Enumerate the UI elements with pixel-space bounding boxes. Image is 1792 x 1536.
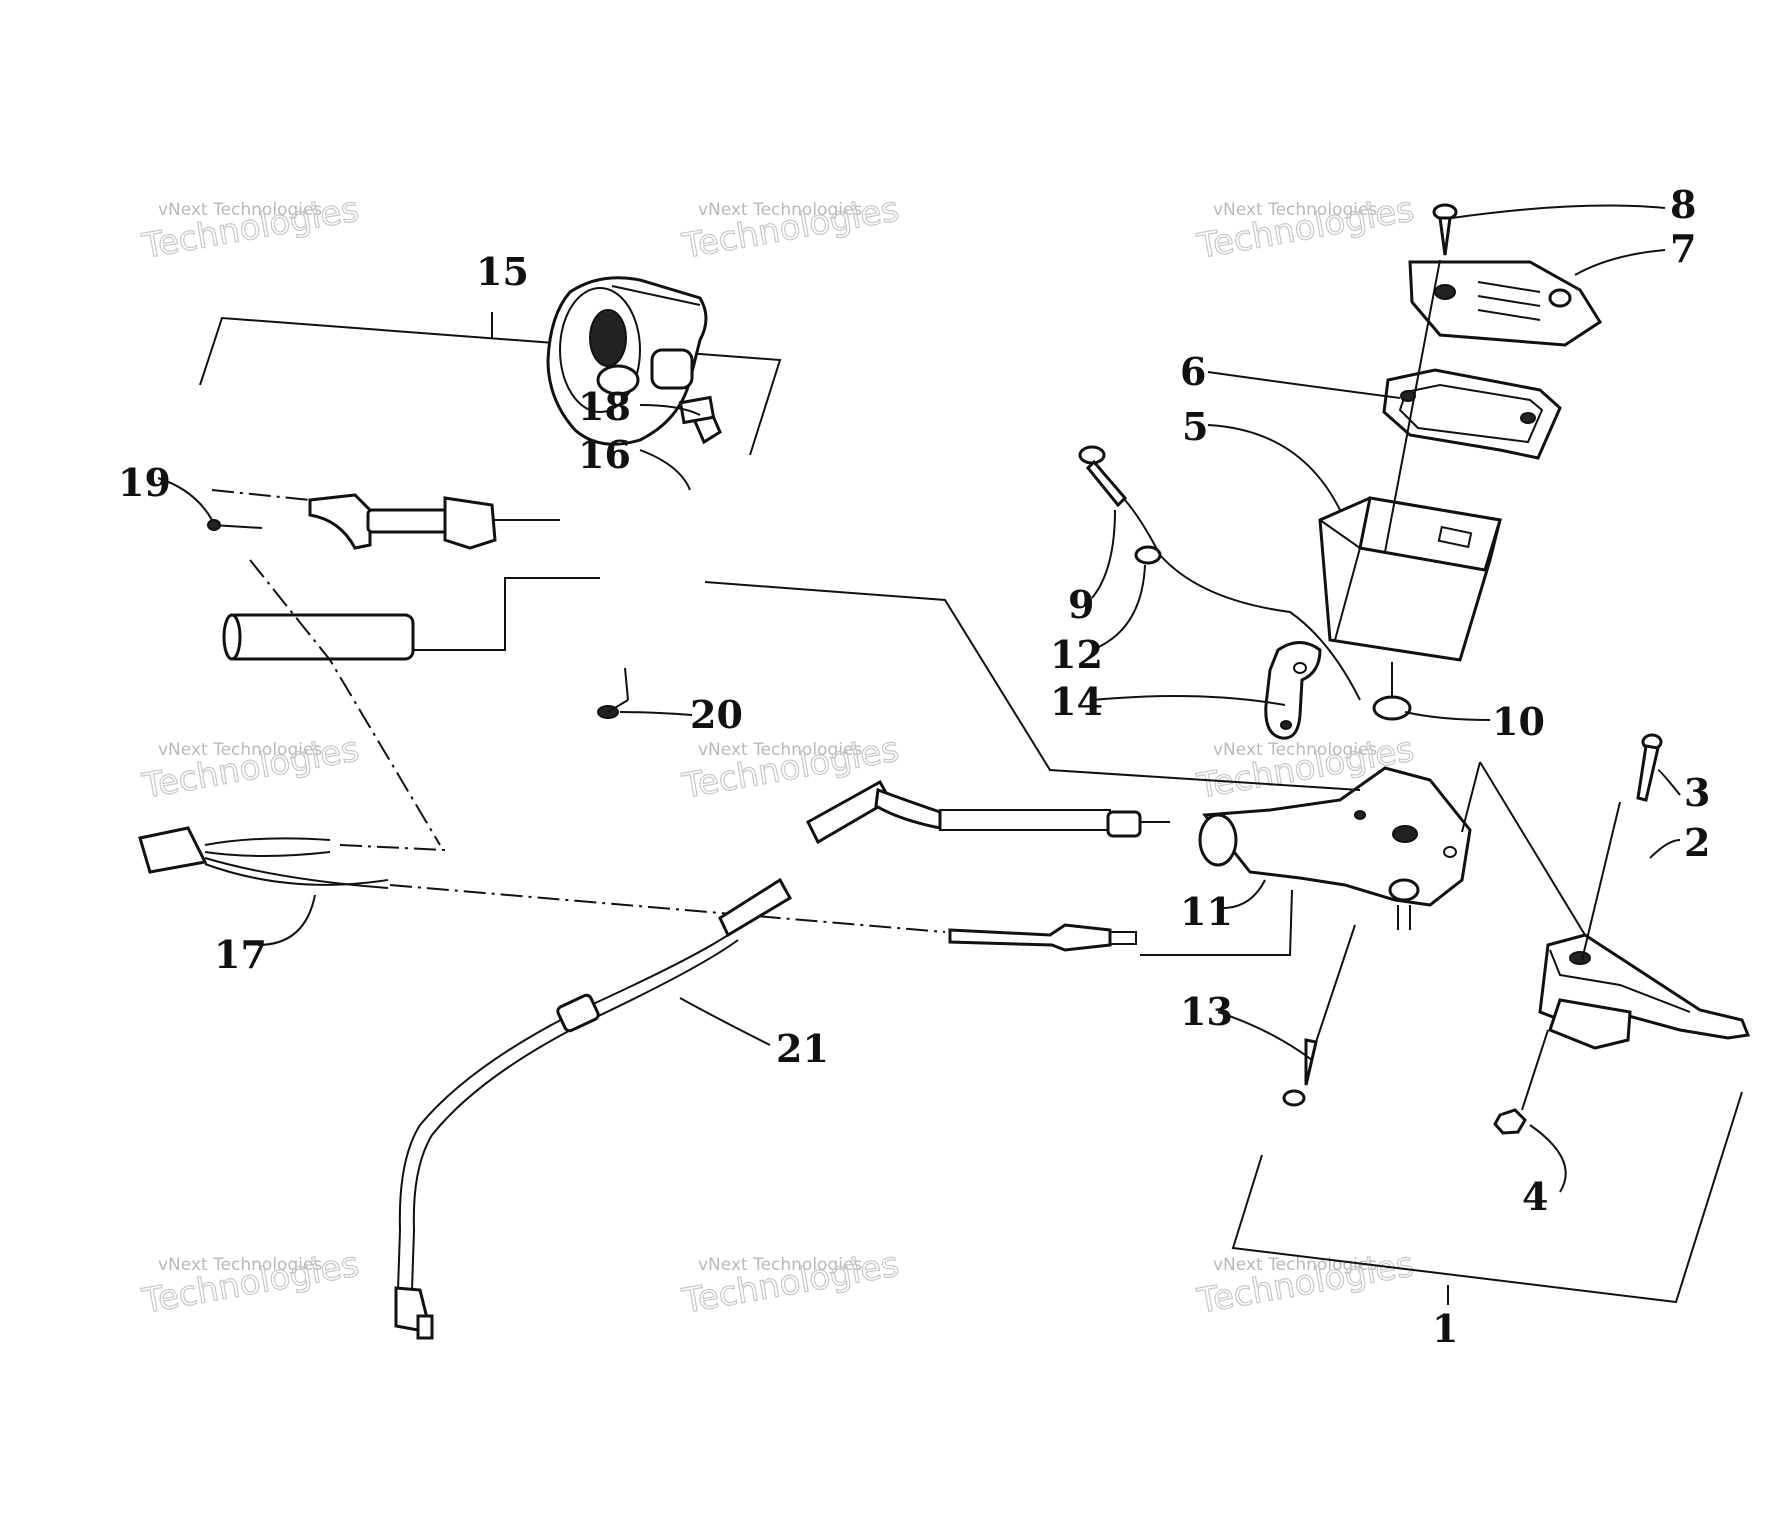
- throttle-cable: [394, 779, 1170, 1340]
- clamp-14: [1264, 641, 1322, 740]
- svg-text:vNext Technologies: vNext Technologies: [158, 200, 322, 220]
- cylinder-axis-line: [1461, 761, 1481, 833]
- callout-9: 9: [1068, 582, 1094, 627]
- callout-7: 7: [1670, 226, 1696, 271]
- screw-20: [597, 667, 629, 719]
- bracket-1: [1231, 1091, 1743, 1304]
- callout-17: 17: [214, 932, 267, 977]
- screw-13: [1282, 924, 1356, 1107]
- watermark: vNext Technologies Technologies: [138, 189, 362, 268]
- reservoir: [1318, 496, 1502, 662]
- brake-lever: [1538, 933, 1751, 1050]
- watermark: vNext Technologies Technologies: [678, 1244, 902, 1323]
- svg-text:vNext Technologies: vNext Technologies: [1213, 200, 1377, 220]
- svg-text:vNext Technologies: vNext Technologies: [158, 1255, 322, 1275]
- svg-text:vNext Technologies: vNext Technologies: [1213, 740, 1377, 760]
- pivot-bolt: [1078, 445, 1128, 508]
- callout-leaders: [157, 204, 1681, 1193]
- label-decal: [678, 395, 716, 425]
- callout-1: 1: [1432, 1306, 1458, 1351]
- lever-axis-line: [1581, 801, 1621, 961]
- diaphragm-gasket: [1382, 368, 1562, 460]
- callout-19: 19: [118, 460, 171, 505]
- switch-assembly: [207, 493, 560, 550]
- callout-5: 5: [1182, 404, 1208, 449]
- master-cylinder: [1198, 766, 1472, 930]
- callout-18: 18: [578, 384, 631, 429]
- watermark: vNext Technologies Technologies: [138, 1244, 362, 1323]
- housing-to-cylinder-line: [704, 581, 1361, 791]
- callout-21: 21: [776, 1026, 829, 1071]
- pivot-path: [1124, 499, 1361, 701]
- svg-text:vNext Technologies: vNext Technologies: [158, 740, 322, 760]
- bracket-15: [199, 316, 782, 456]
- callout-2: 2: [1684, 820, 1710, 865]
- grip-sleeve: [222, 577, 600, 661]
- callout-8: 8: [1670, 182, 1696, 227]
- reservoir-cover: [1408, 260, 1603, 347]
- watermark: vNext Technologies Technologies: [678, 189, 902, 268]
- axis-line-upper: [1384, 259, 1441, 553]
- switch-dashdot: [211, 489, 311, 501]
- callout-4: 4: [1522, 1174, 1548, 1219]
- lever-nut: [1493, 1108, 1527, 1135]
- callout-3: 3: [1684, 770, 1710, 815]
- svg-text:vNext Technologies: vNext Technologies: [698, 200, 862, 220]
- callouts: 1 2 3 4 5 6 7 8 9 10 11 12 13 14 15 16 1…: [118, 182, 1710, 1351]
- svg-text:vNext Technologies: vNext Technologies: [698, 1255, 862, 1275]
- cable-to-cylinder-line: [1140, 889, 1293, 956]
- washer-10: [1372, 695, 1412, 721]
- callout-20: 20: [690, 692, 743, 737]
- watermark: vNext Technologies Technologies: [1193, 189, 1417, 268]
- callout-11: 11: [1180, 889, 1233, 934]
- callout-15: 15: [476, 249, 529, 294]
- cover-screw: [1432, 203, 1458, 256]
- callout-12: 12: [1050, 632, 1103, 677]
- harness-dashdot-lower: [389, 884, 946, 933]
- watermark: vNext Technologies Technologies: [138, 729, 362, 808]
- callout-6: 6: [1180, 349, 1206, 394]
- callout-13: 13: [1180, 989, 1233, 1034]
- callout-10: 10: [1492, 699, 1545, 744]
- callout-14: 14: [1050, 679, 1103, 724]
- harness-dashdot-upper: [339, 844, 446, 851]
- svg-text:vNext Technologies: vNext Technologies: [698, 740, 862, 760]
- cylinder-to-lever-line: [1479, 761, 1586, 936]
- wire-harness: [138, 826, 389, 889]
- lever-axis-line-lower: [1521, 1029, 1549, 1111]
- lever-pivot-bolt: [1636, 733, 1663, 802]
- callout-16: 16: [578, 432, 631, 477]
- grip-dashdot: [249, 559, 441, 846]
